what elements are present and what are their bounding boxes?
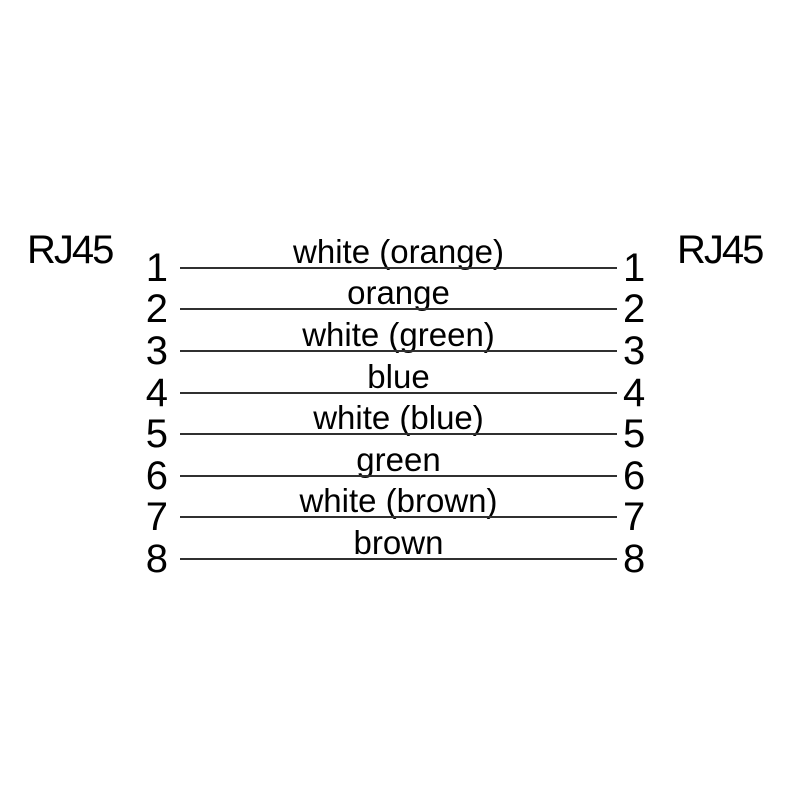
wire-color-label: orange (347, 274, 450, 311)
pin-number-left: 6 (145, 454, 168, 498)
pin-number-left: 2 (145, 287, 168, 331)
wire-line (180, 267, 617, 269)
wire-color-label: green (356, 441, 441, 478)
pin-number-right: 2 (623, 287, 646, 331)
pin-number-right: 1 (623, 246, 646, 290)
pin-number-left: 5 (145, 412, 168, 456)
wire-line (180, 433, 617, 435)
pin-number-right: 3 (623, 329, 646, 373)
pin-number-left: 4 (145, 371, 168, 415)
pin-number-left: 7 (145, 495, 168, 539)
left-connector-label: RJ45 (27, 228, 114, 272)
pin-number-left: 8 (145, 537, 168, 581)
pin-number-right: 8 (623, 537, 646, 581)
wire-line (180, 516, 617, 518)
wire-color-label: white (orange) (293, 233, 504, 270)
wire-line (180, 475, 617, 477)
pin-number-right: 5 (623, 412, 646, 456)
pin-number-right: 7 (623, 495, 646, 539)
wire-color-label: blue (367, 358, 430, 395)
wire-color-label: white (blue) (313, 399, 484, 436)
pin-number-left: 1 (145, 246, 168, 290)
wire-line (180, 558, 617, 560)
wire-line (180, 392, 617, 394)
pin-number-left: 3 (145, 329, 168, 373)
wire-color-label: brown (353, 524, 444, 561)
wire-color-label: white (brown) (299, 482, 498, 519)
pin-number-right: 6 (623, 454, 646, 498)
right-connector-label: RJ45 (677, 228, 764, 272)
wire-line (180, 308, 617, 310)
wire-color-label: white (green) (302, 316, 495, 353)
pin-number-right: 4 (623, 371, 646, 415)
wire-line (180, 350, 617, 352)
